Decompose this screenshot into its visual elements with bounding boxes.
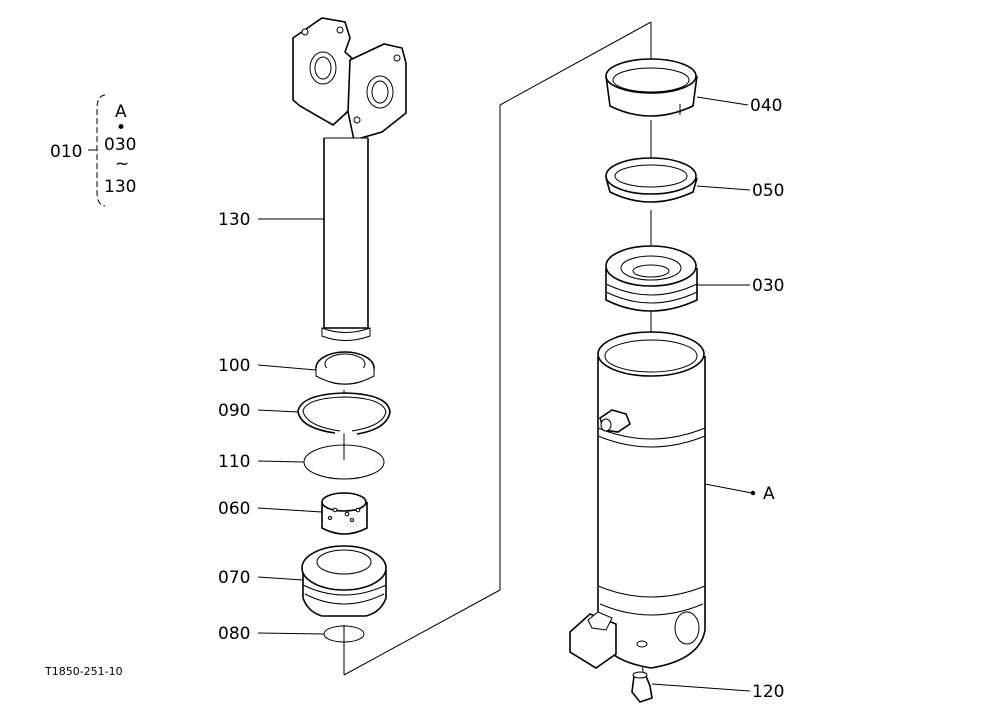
callout-120: 120	[752, 682, 784, 702]
callout-labels: 130 100 090 110 060 070 080 040 050 030 …	[218, 96, 784, 702]
callout-090: 090	[218, 401, 250, 421]
seal-ring-part	[605, 157, 698, 203]
callout-100: 100	[218, 356, 250, 376]
callout-070: 070	[218, 568, 250, 588]
cylinder-head-part	[605, 245, 698, 312]
callout-130: 130	[218, 210, 250, 230]
assembly-bracket: 010 A • 030 ~ 130	[50, 94, 136, 207]
nut-part	[321, 492, 368, 535]
callout-a: A	[763, 484, 775, 504]
leader-lines	[257, 96, 756, 692]
assembly-label: 010	[50, 142, 82, 162]
assembly-content-tilde: ~	[115, 154, 129, 174]
drawing-number: T1850-251-10	[44, 665, 123, 678]
callout-080: 080	[218, 624, 250, 644]
snap-ring-part	[297, 392, 391, 435]
rod-guide-part	[315, 351, 375, 385]
piston-part	[301, 545, 387, 617]
callout-040: 040	[750, 96, 782, 116]
assembly-content-130: 130	[104, 177, 136, 197]
assembly-content-a: A	[115, 102, 127, 122]
assembly-content-dot: •	[116, 118, 126, 138]
grease-fitting-part	[631, 671, 653, 703]
callout-030: 030	[752, 276, 784, 296]
piston-rod-part	[292, 17, 407, 341]
callout-050: 050	[752, 181, 784, 201]
callout-060: 060	[218, 499, 250, 519]
wear-ring-part	[605, 58, 698, 117]
cylinder-tube-part	[569, 331, 706, 669]
assembly-content-030: 030	[104, 135, 136, 155]
callout-110: 110	[218, 452, 250, 472]
